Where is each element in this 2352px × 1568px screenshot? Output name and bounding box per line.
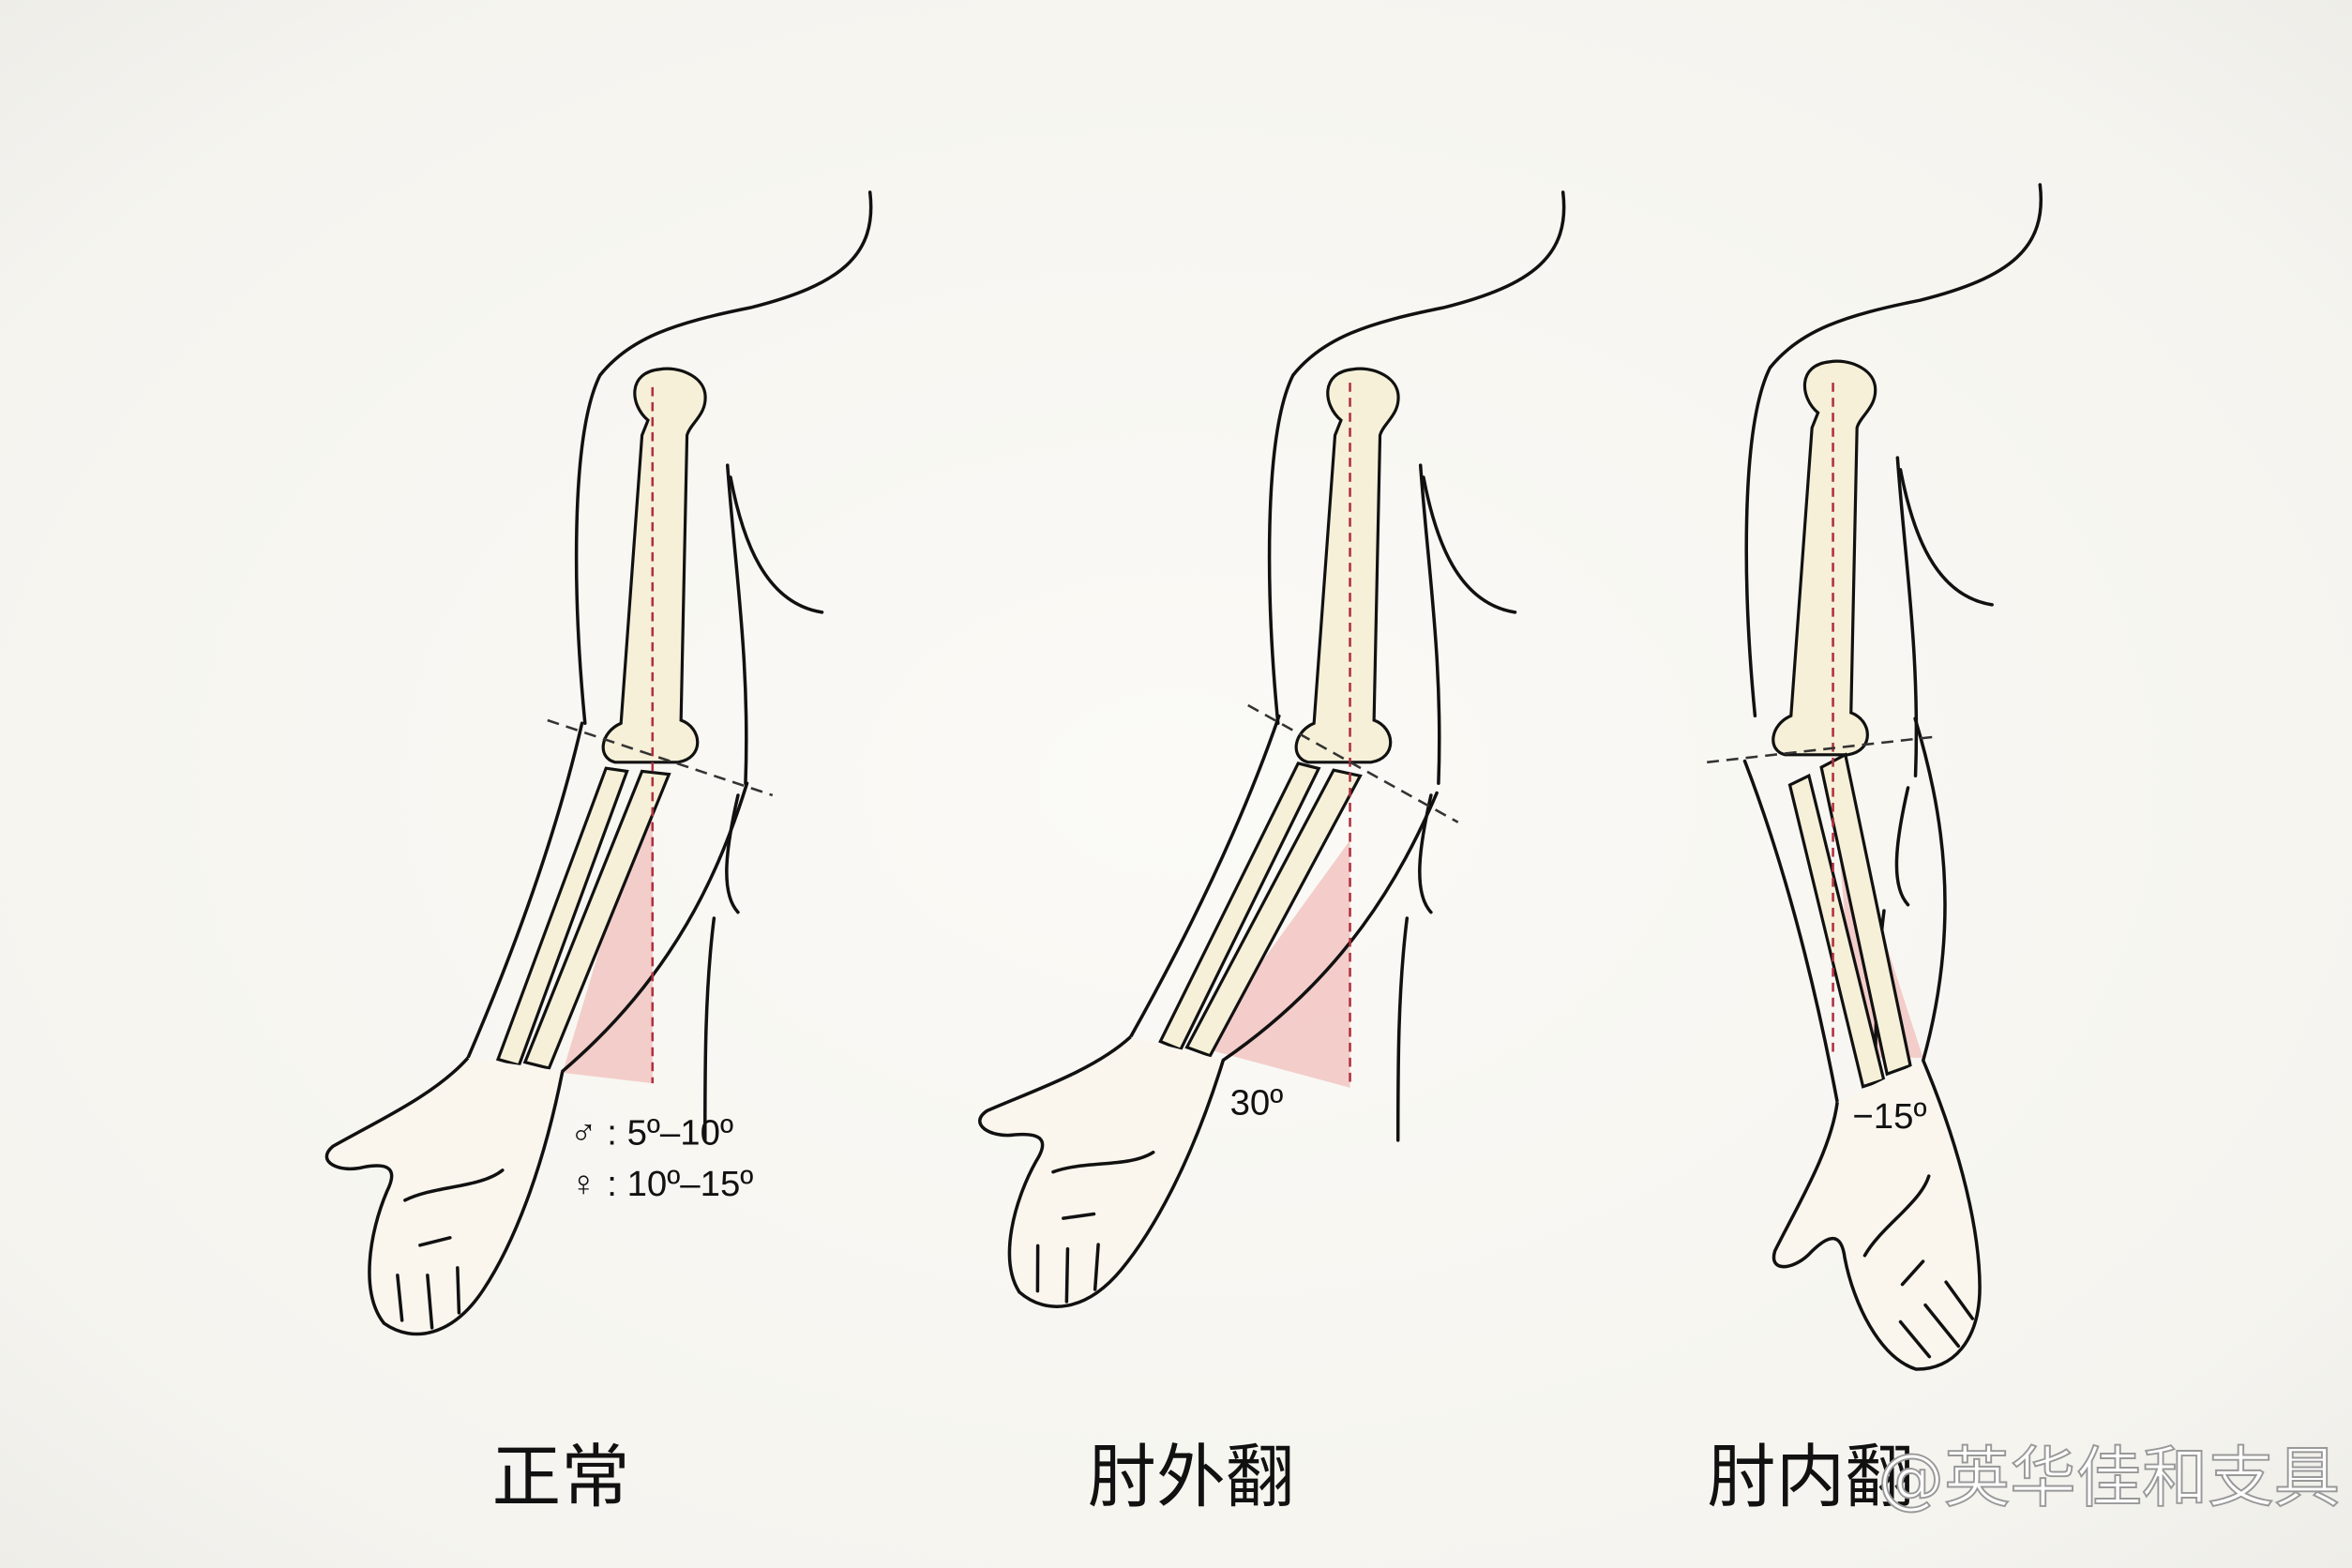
watermark: @英华佳和支具: [1878, 1440, 2341, 1516]
panel-cubitus-varus: −15º 肘内翻: [1531, 183, 2225, 1517]
carrying-angle-wedge: [1199, 839, 1350, 1088]
caption-cubitus-valgus: 肘外翻: [1088, 1438, 1295, 1517]
caption-cubitus-varus: 肘内翻: [1707, 1438, 1914, 1517]
panel-cubitus-valgus: 30º 肘外翻: [959, 190, 1566, 1517]
male-angle-range: ♂ : 5º–10º: [570, 1113, 733, 1153]
panel-normal: ♂ : 5º–10º ♀ : 10º–15º 正常: [324, 190, 873, 1517]
female-angle-range: ♀ : 10º–15º: [570, 1164, 754, 1204]
elbow-joint-line: [547, 718, 774, 797]
caption-normal: 正常: [492, 1438, 630, 1517]
angle-label: 30º: [1230, 1083, 1284, 1123]
elbow-joint-line: [1247, 703, 1459, 823]
angle-label: −15º: [1852, 1096, 1926, 1137]
